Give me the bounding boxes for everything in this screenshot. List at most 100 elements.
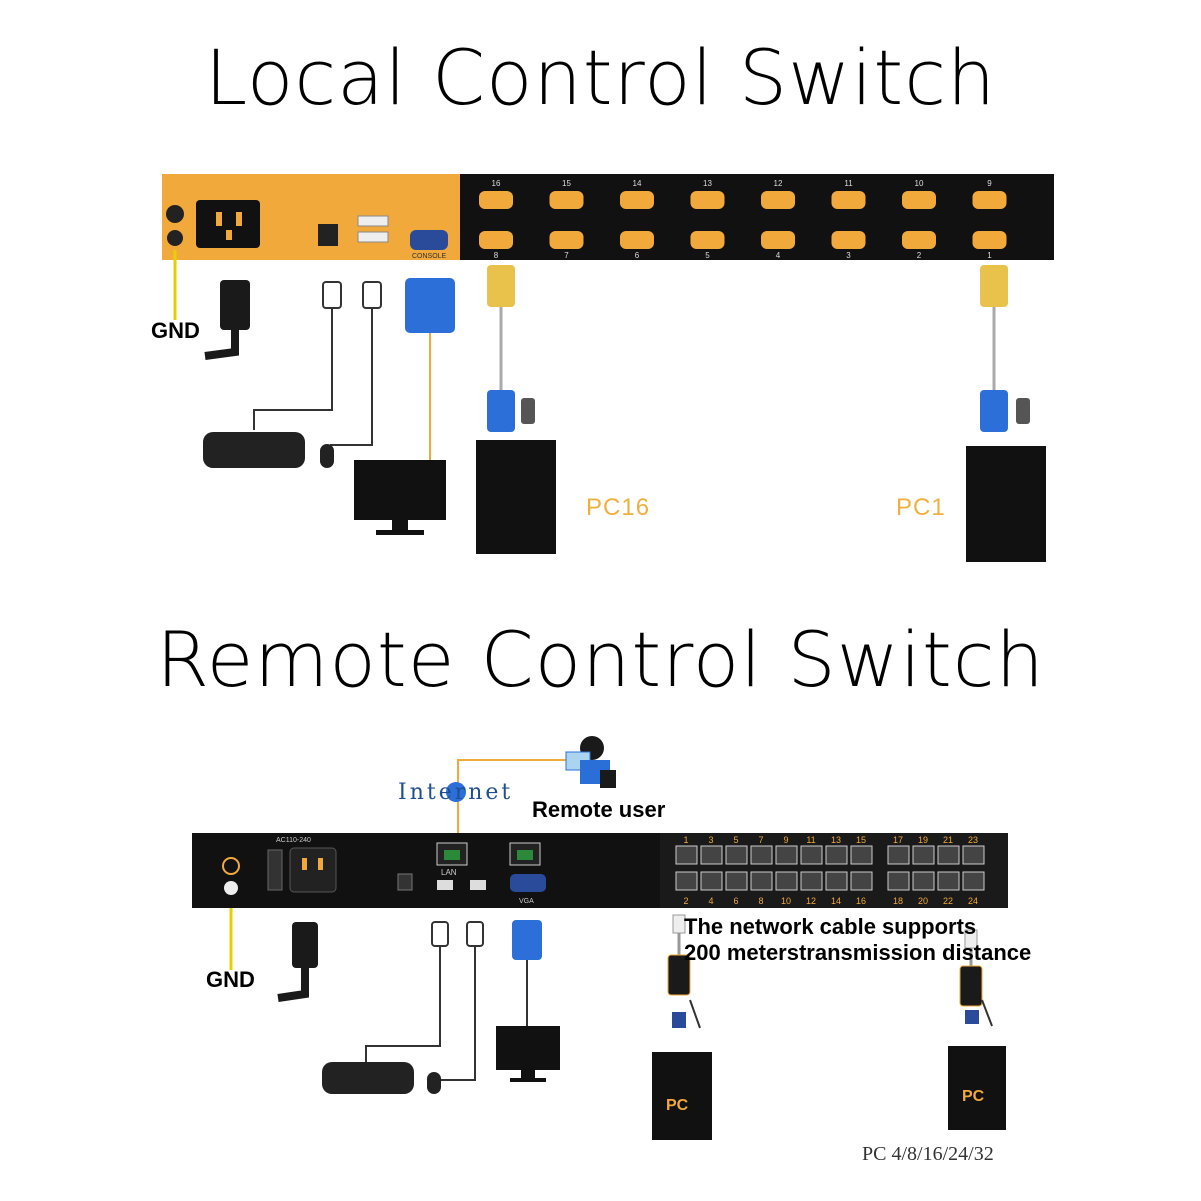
usb-port-icon (437, 880, 453, 890)
pc-port-15 (549, 191, 584, 209)
pc-port-number-3: 3 (846, 251, 851, 260)
rj45-port-number-1: 1 (683, 835, 688, 845)
rj45-port-21 (937, 845, 960, 865)
pc-port-number-14: 14 (633, 179, 642, 188)
power-cord-plug-icon (292, 922, 318, 968)
pc1-label: PC1 (896, 494, 946, 521)
rj45-port-number-16: 16 (856, 896, 866, 906)
pc-port-number-2: 2 (917, 251, 922, 260)
pc-port-number-1: 1 (987, 251, 992, 260)
rj45-port-number-11: 11 (806, 835, 815, 845)
rj45-port-number-5: 5 (733, 835, 738, 845)
pc-tower-left-icon (652, 1052, 712, 1140)
pc-port-1 (972, 231, 1007, 249)
pc-port-7 (549, 231, 584, 249)
ground-terminal-icon (222, 857, 240, 875)
monitor-icon (496, 1026, 560, 1070)
rj45-port-8 (750, 871, 773, 891)
power-socket-icon (289, 847, 337, 893)
vga-port-label: VGA (519, 898, 534, 905)
rj45-port-number-13: 13 (831, 835, 841, 845)
cable-note: The network cable supports 200 meterstra… (684, 914, 1031, 966)
vga-connector-pc1-icon (980, 265, 1008, 307)
rj45-port-number-3: 3 (708, 835, 713, 845)
internet-label: Internet (398, 780, 514, 805)
rj45-port-number-10: 10 (781, 896, 791, 906)
dc-jack-icon (397, 873, 413, 891)
cable-note-line2: 200 meterstransmission distance (684, 940, 1032, 965)
rj45-port-24 (962, 871, 985, 891)
pc1-tower-icon (966, 446, 1046, 562)
power-switch-icon (267, 849, 283, 891)
rj45-port-18 (887, 871, 910, 891)
pc-port-number-4: 4 (776, 251, 781, 260)
rj45-port-22 (937, 871, 960, 891)
power-cord-plug-icon (220, 280, 250, 330)
mouse-icon (320, 444, 334, 468)
rj45-port-number-20: 20 (918, 896, 928, 906)
vga-plug-monitor-icon (405, 278, 455, 333)
pc-box-label-left: PC (666, 1097, 689, 1114)
rj45-port-10 (775, 871, 798, 891)
ground-screw-icon (167, 230, 183, 246)
rj45-port-7 (750, 845, 773, 865)
pc-port-number-7: 7 (564, 251, 569, 260)
gnd-label-top: GND (151, 318, 200, 343)
rj45-port-9 (775, 845, 798, 865)
rj45-port-12 (800, 871, 823, 891)
rj45-port-number-7: 7 (758, 835, 763, 845)
pc-port-3 (831, 231, 866, 249)
rj45-port-4 (700, 871, 723, 891)
ground-terminal-icon (166, 205, 184, 223)
rj45-port-number-14: 14 (831, 896, 841, 906)
rj45-port-number-24: 24 (968, 896, 978, 906)
pc-port-4 (761, 231, 795, 249)
rj45-port-15 (850, 845, 873, 865)
pc-port-12 (761, 191, 795, 209)
pc-tower-right-icon (948, 1046, 1006, 1130)
pc-port-number-12: 12 (774, 179, 783, 188)
rj45-port-6 (725, 871, 748, 891)
internet-e-icon (446, 782, 466, 802)
pc16-label: PC16 (586, 494, 651, 521)
vga-console-port-icon (410, 230, 448, 250)
rj45-port-2 (675, 871, 698, 891)
usb-port-icon (357, 215, 389, 227)
rj45-port-number-6: 6 (733, 896, 738, 906)
pc-port-number-13: 13 (703, 179, 712, 188)
rj45-port-14 (825, 871, 848, 891)
pc-port-8 (479, 231, 513, 249)
console-label: CONSOLE (412, 253, 447, 260)
usb-plug-keyboard-icon (431, 921, 449, 947)
rj45-port-3 (700, 845, 723, 865)
dc-jack-icon (318, 224, 338, 246)
rj45-port-number-4: 4 (708, 896, 713, 906)
pc-port-16 (479, 191, 513, 209)
rj45-port-number-8: 8 (758, 896, 763, 906)
pc-port-number-5: 5 (705, 251, 710, 260)
lan-port-label: LAN (441, 868, 457, 877)
pc-port-5 (690, 231, 725, 249)
power-rating-label: AC110-240 (276, 837, 311, 844)
vga-connector-blue-pc16-icon (487, 390, 515, 432)
pc-port-14 (620, 191, 654, 209)
remote-user-label: Remote user (532, 797, 666, 822)
pc-port-number-8: 8 (494, 251, 499, 260)
rj45-port-1 (675, 845, 698, 865)
pc-models-label: PC 4/8/16/24/32 (862, 1143, 994, 1165)
title-remote-control-switch: Remote Control Switch (156, 615, 1045, 704)
rj45-port-11 (800, 845, 823, 865)
vga-plug-monitor-icon (512, 920, 542, 960)
pc-port-11 (831, 191, 866, 209)
pc-port-number-6: 6 (635, 251, 640, 260)
pc-box-label-right: PC (962, 1088, 985, 1105)
usb-plug-mouse-icon (466, 921, 484, 947)
rj45-port-number-15: 15 (856, 835, 866, 845)
rj45-port-19 (912, 845, 935, 865)
rj45-port-number-21: 21 (943, 835, 953, 845)
pc-port-9 (972, 191, 1007, 209)
